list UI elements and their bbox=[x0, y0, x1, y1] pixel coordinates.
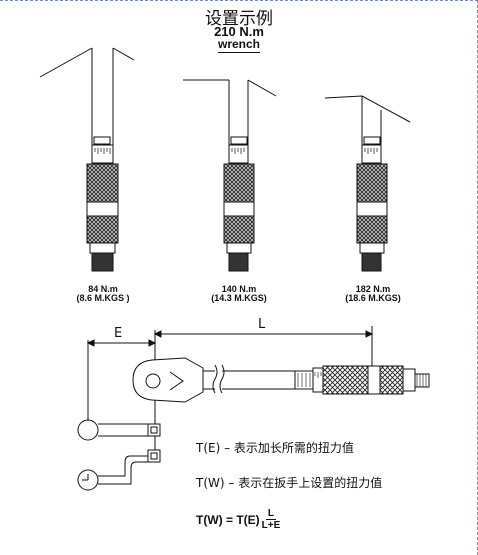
extension-wrench-diagram bbox=[132, 357, 430, 425]
wrench-torque-rating: 210 N.m bbox=[214, 24, 264, 39]
formula-lhs: T(W) = T(E) bbox=[196, 512, 260, 527]
formula-numerator: L bbox=[265, 508, 277, 520]
example-label-140: 140 N.m (14.3 M.KGS) bbox=[179, 285, 299, 303]
example-torque-nm: 182 N.m bbox=[355, 284, 391, 294]
extension-adapter bbox=[77, 419, 161, 491]
wrench-example-140 bbox=[183, 79, 277, 272]
dimension-e-label: E bbox=[114, 326, 123, 341]
formula-fraction: L L+E bbox=[262, 508, 281, 531]
dimension-l-label: L bbox=[258, 317, 266, 332]
frame-top-border bbox=[0, 0, 478, 1]
legend-tw: T(W) – 表示在扳手上设置的扭力值 bbox=[196, 476, 383, 490]
wrench-example-182 bbox=[324, 95, 411, 272]
example-torque-nm: 140 N.m bbox=[221, 284, 257, 294]
dimension-lines bbox=[86, 326, 374, 420]
wrench-label-text: wrench bbox=[217, 37, 260, 53]
example-torque-kgs: (8.6 M.KGS ) bbox=[76, 293, 130, 303]
wrench-example-84 bbox=[39, 47, 135, 272]
legend-te: T(E) – 表示加长所需的扭力值 bbox=[196, 441, 354, 455]
example-label-182: 182 N.m (18.6 M.KGS) bbox=[313, 285, 433, 303]
formula-denominator: L+E bbox=[261, 520, 281, 531]
torque-formula: T(W) = T(E) L L+E bbox=[196, 508, 280, 531]
example-torque-kgs: (14.3 M.KGS) bbox=[211, 293, 267, 303]
example-label-84: 84 N.m (8.6 M.KGS ) bbox=[43, 285, 163, 303]
example-torque-nm: 84 N.m bbox=[88, 284, 118, 294]
page-title: 设置示例 bbox=[205, 9, 273, 29]
wrench-label: wrench bbox=[0, 37, 478, 53]
example-torque-kgs: (18.6 M.KGS) bbox=[345, 293, 401, 303]
